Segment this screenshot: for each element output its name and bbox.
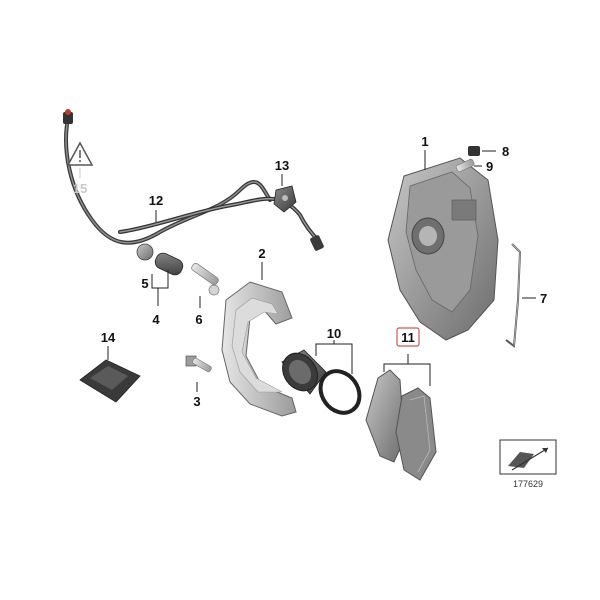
callout-7[interactable]: 7 [540, 291, 547, 306]
callout-4[interactable]: 4 [152, 312, 160, 327]
callout-13[interactable]: 13 [275, 158, 289, 173]
callout-2[interactable]: 2 [258, 246, 265, 261]
carrier-bolt-part[interactable] [185, 355, 212, 373]
anti-rattle-spring-part[interactable] [505, 243, 522, 348]
caliper-piston-part[interactable] [275, 346, 327, 397]
warning-icon [66, 141, 94, 178]
leader-5 [151, 270, 169, 289]
callout-11[interactable]: 11 [401, 330, 415, 345]
diagram-id: 177629 [513, 479, 543, 489]
brake-wear-sensor-part[interactable] [118, 196, 324, 252]
sensor-clip-part[interactable] [273, 185, 297, 213]
callout-6[interactable]: 6 [195, 312, 202, 327]
highlight-box-11 [396, 327, 420, 347]
diagram-id-box [499, 439, 557, 475]
callout-15[interactable]: 15 [73, 181, 87, 196]
grease-pouch-part[interactable] [79, 359, 141, 403]
callout-3[interactable]: 3 [193, 394, 200, 409]
callout-1[interactable]: 1 [421, 134, 428, 149]
brake-caliper-part[interactable] [387, 157, 499, 341]
piston-seal-part[interactable] [313, 364, 368, 421]
callout-8[interactable]: 8 [502, 144, 509, 159]
callout-5[interactable]: 5 [141, 276, 148, 291]
guide-sleeve-part[interactable] [136, 243, 185, 277]
bleeder-cap-part[interactable] [468, 146, 480, 156]
brake-pads-part[interactable] [365, 369, 437, 481]
callout-10[interactable]: 10 [327, 326, 341, 341]
callout-14[interactable]: 14 [101, 330, 116, 345]
callout-12[interactable]: 12 [149, 193, 163, 208]
bleeder-screw-part[interactable] [455, 158, 475, 173]
leader-11 [383, 363, 431, 386]
callout-9[interactable]: 9 [486, 159, 493, 174]
wear-sensor-cable-part[interactable] [63, 109, 272, 245]
guide-bolt-part[interactable] [190, 262, 220, 296]
caliper-carrier-part[interactable] [221, 281, 297, 417]
